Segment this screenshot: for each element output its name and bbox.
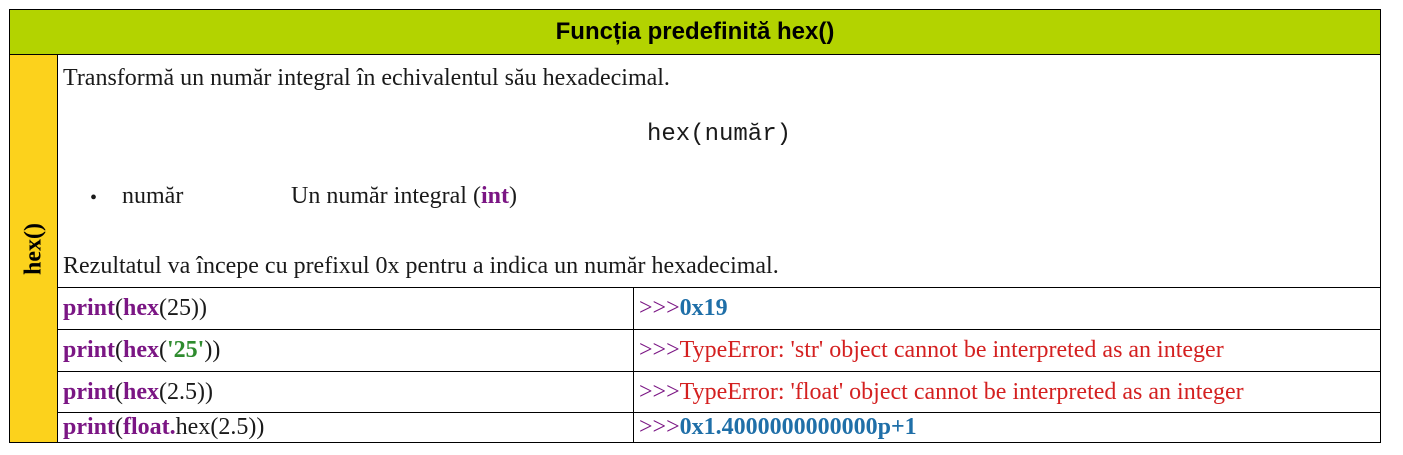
parameter-desc-suffix: ) [508,183,517,209]
example-code: print(hex(2.5)) [58,372,634,412]
output-prompt: >>> [639,414,680,440]
code-print: print [63,414,116,440]
example-row: print(hex('25')) >>>TypeError: 'str' obj… [58,330,1380,372]
function-signature: hex(număr) [646,121,792,148]
example-row: print(hex(2.5)) >>>TypeError: 'float' ob… [58,372,1380,413]
code-print: print [63,378,116,405]
output-value: 0x19 [679,295,728,321]
output-prompt: >>> [639,378,680,405]
parameter-desc-prefix: Un număr integral ( [291,183,481,209]
example-output: >>>TypeError: 'float' object cannot be i… [634,372,1380,412]
output-error: TypeError: 'str' object cannot be interp… [679,337,1224,363]
code-paren: ( [115,414,124,440]
description-intro: Transformă un număr integral în echivale… [63,65,670,91]
output-value: 0x1.4000000000000p+1 [679,414,917,440]
output-error: TypeError: 'float' object cannot be inte… [679,378,1244,405]
code-function: hex [123,378,160,405]
example-output: >>>0x19 [634,288,1380,329]
example-row: print(float.hex(2.5)) >>>0x1.40000000000… [58,413,1380,442]
code-method: hex [175,414,211,440]
code-paren: ( [115,378,124,405]
output-prompt: >>> [639,295,680,321]
example-row: print(hex(25)) >>>0x19 [58,288,1380,330]
examples-table: print(hex(25)) >>>0x19 print(hex('25')) … [58,288,1380,442]
code-print: print [63,295,116,321]
example-code: print(hex('25')) [58,330,634,371]
code-args: (2.5)) [210,414,265,440]
bullet-icon: • [90,187,98,209]
side-label: hex() [20,222,46,275]
code-function: hex [123,337,160,363]
code-print: print [63,337,116,363]
parameter-type: int [480,183,509,209]
example-output: >>>0x1.4000000000000p+1 [634,413,1380,442]
code-dot: . [169,414,176,440]
example-output: >>>TypeError: 'str' object cannot be int… [634,330,1380,371]
description-result: Rezultatul va începe cu prefixul 0x pent… [63,253,779,279]
parameter-description: Un număr integral (int) [291,183,517,210]
code-function: float [123,414,170,440]
code-args: (25)) [159,295,207,321]
table-title: Funcția predefinită hex() [10,10,1380,55]
code-paren: ( [115,337,124,363]
parameter-item: • număr Un număr integral (int) [58,183,1380,213]
output-prompt: >>> [639,337,680,363]
code-args: (2.5)) [159,378,213,405]
code-paren: ( [159,337,168,363]
code-string: '25' [167,337,205,363]
code-function: hex [123,295,160,321]
side-label-column: hex() [10,55,58,442]
title-text: Funcția predefinită hex() [555,18,835,45]
code-close: )) [204,337,221,363]
code-paren: ( [115,295,124,321]
example-code: print(float.hex(2.5)) [58,413,634,442]
parameter-name: număr [122,183,184,209]
example-code: print(hex(25)) [58,288,634,329]
hex-function-table: Funcția predefinită hex() hex() Transfor… [9,9,1381,443]
description-cell: Transformă un număr integral în echivale… [58,55,1380,288]
